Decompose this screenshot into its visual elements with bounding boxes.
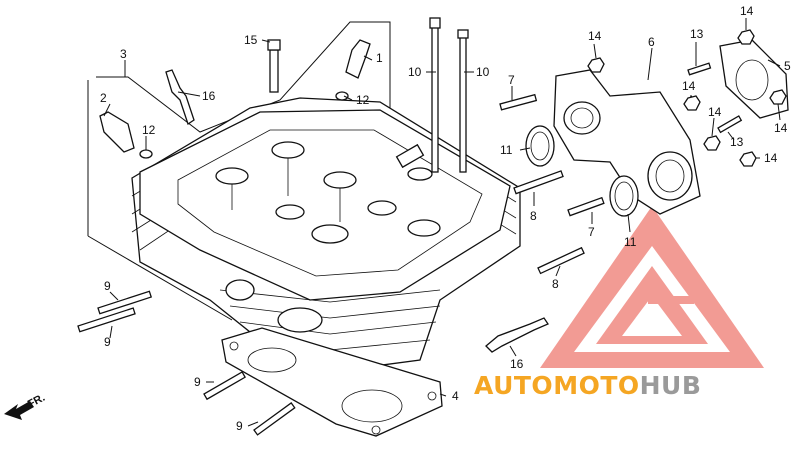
watermark-hub: HUB [640,371,702,400]
callout-9c: 9 [194,375,201,389]
watermark-moto: MOTO [553,371,639,400]
callout-4: 4 [452,389,459,403]
callout-16a: 16 [202,89,216,103]
direction-label: FR. [26,392,47,411]
watermark-auto: AUTO [474,371,553,400]
callout-9b: 9 [104,335,111,349]
callout-3: 3 [120,47,127,61]
o-ring-11b [609,175,639,217]
nuts [587,29,787,167]
front-direction-arrow: FR. [4,392,47,420]
o-ring-11a [525,125,555,167]
callout-14d: 14 [708,105,722,119]
intake-manifold [553,69,701,215]
callout-11b: 11 [624,235,637,249]
callout-14a: 14 [588,29,602,43]
head-gasket [221,327,443,437]
callout-15: 15 [244,33,258,47]
callout-10a: 10 [408,65,422,79]
callout-14e: 14 [774,121,788,135]
callout-14c: 14 [682,79,696,93]
callout-14f: 14 [764,151,778,165]
callout-8b: 8 [552,277,559,291]
watermark-text: AUTOMOTOHUB [474,371,701,400]
callout-9d: 9 [236,419,243,433]
callouts: 15 1 16 3 2 12 12 10 10 7 11 8 7 11 8 14… [100,4,791,433]
callout-10b: 10 [476,65,490,79]
callout-9a: 9 [104,279,111,293]
callout-1: 1 [376,51,383,65]
svg-text:AUTOMOTOHUB: AUTOMOTOHUB [474,371,701,400]
callout-7b: 7 [588,225,595,239]
callout-2: 2 [100,91,107,105]
callout-12a: 12 [142,123,156,137]
callout-14b: 14 [740,4,754,18]
cylinder-head [131,97,521,373]
callout-5: 5 [784,59,791,73]
callout-16b: 16 [510,357,524,371]
callout-13a: 13 [690,27,704,41]
callout-12b: 12 [356,93,370,107]
watermark-logo [540,206,764,368]
callout-11a: 11 [500,143,513,157]
studs [77,17,743,436]
callout-8a: 8 [530,209,537,223]
callout-13b: 13 [730,135,744,149]
callout-7a: 7 [508,73,515,87]
callout-6: 6 [648,35,655,49]
leader-lines [103,18,781,427]
